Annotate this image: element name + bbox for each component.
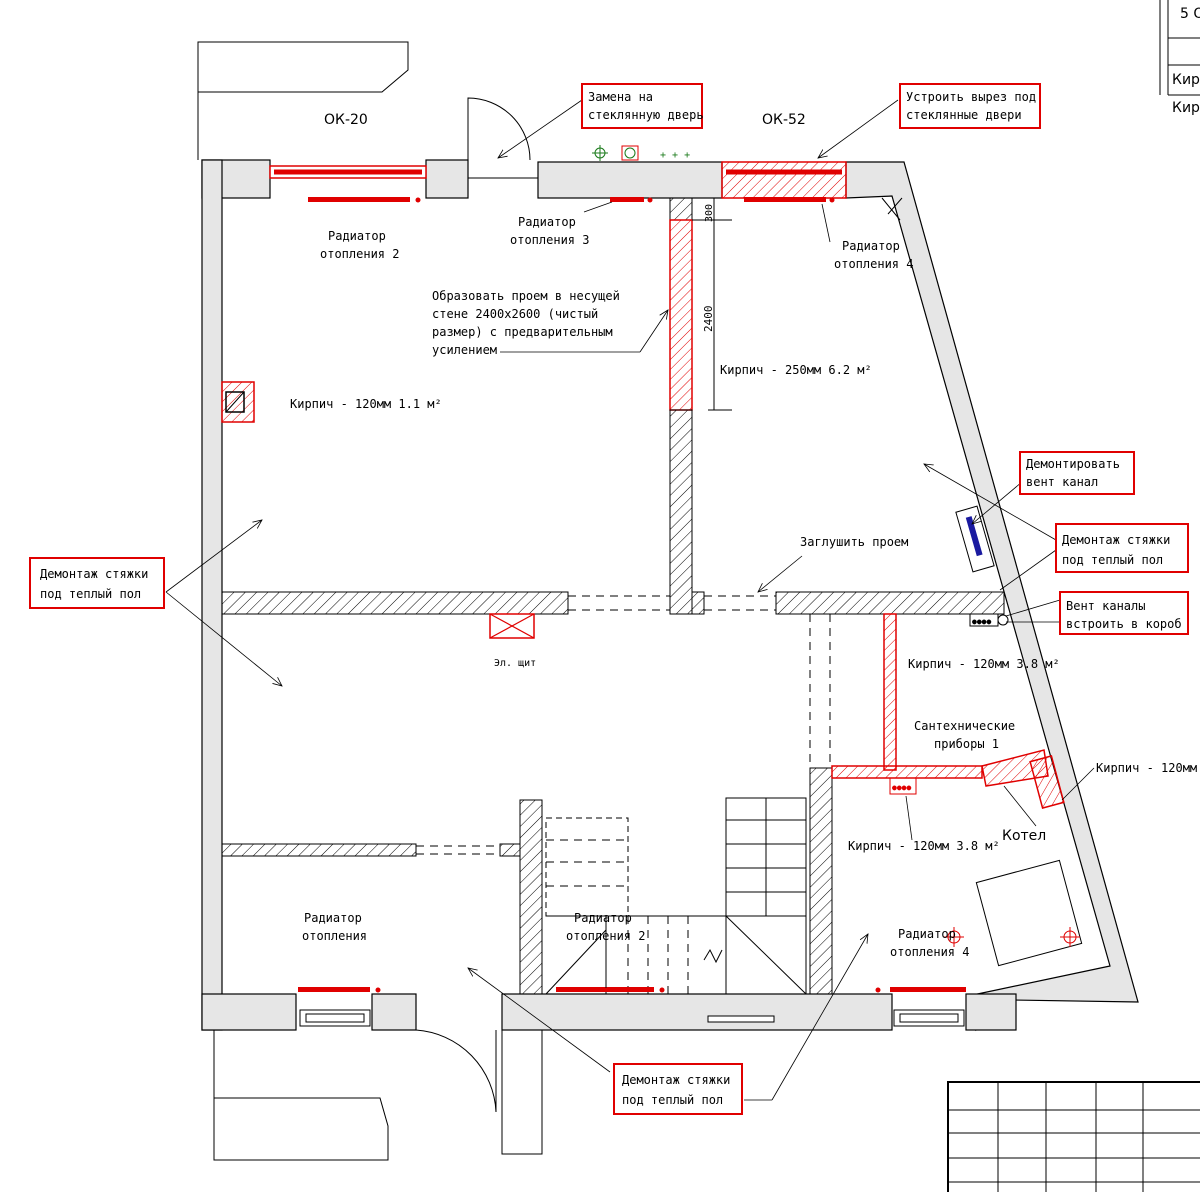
electrical-panel bbox=[489, 613, 535, 639]
plain-labels: Образовать проем в несущей стене 2400х26… bbox=[290, 289, 1200, 853]
bottom-windows bbox=[299, 1009, 965, 1027]
interior-walls bbox=[221, 197, 1005, 995]
radiator-2-bottom-line2: отопления 2 bbox=[566, 929, 645, 943]
note-vent-box: Вент каналы встроить в короб bbox=[1059, 591, 1189, 635]
top-door bbox=[467, 97, 538, 179]
opening-line1: Образовать проем в несущей bbox=[432, 289, 620, 303]
stamp-top-text: 5 О bbox=[1180, 6, 1200, 22]
radiator-bottom-left-line2: отопления bbox=[302, 929, 367, 943]
window-ok20-label: ОК-20 bbox=[324, 112, 368, 128]
radiator-2-top-line2: отопления 2 bbox=[320, 247, 399, 261]
note-vent-remove: Демонтировать вент канал bbox=[1019, 451, 1135, 495]
note-glass-door-line2: стеклянную дверь bbox=[588, 108, 704, 122]
title-stamp-top-right: 5 О Кирп Кирп bbox=[1159, 0, 1200, 116]
note-glass-door: Замена на стеклянную дверь bbox=[581, 83, 704, 129]
crosshair-markers: + + + bbox=[592, 145, 1080, 947]
plumbing-line1: Сантехнические bbox=[914, 719, 1015, 733]
note-vent-box-line2: встроить в короб bbox=[1066, 617, 1182, 631]
radiators bbox=[298, 197, 966, 993]
dashed-openings bbox=[416, 595, 831, 855]
bottom-porch bbox=[213, 1029, 543, 1161]
brick-120-bottom-label: Кирпич - 120мм 3.8 м² bbox=[848, 839, 1000, 853]
note-screed-bottom-line1: Демонтаж стяжки bbox=[622, 1073, 730, 1087]
new-brick-walls bbox=[221, 381, 1065, 809]
svg-text:+ + +: + + + bbox=[660, 150, 690, 161]
window-ok20 bbox=[269, 165, 427, 179]
note-screed-right: Демонтаж стяжки под теплый пол bbox=[1055, 523, 1189, 573]
note-vent-box-line1: Вент каналы bbox=[1066, 599, 1145, 613]
note-screed-bottom-line2: под теплый пол bbox=[622, 1093, 723, 1107]
dim-2400: 2400 bbox=[702, 306, 715, 333]
brick-120-left-label: Кирпич - 120мм 1.1 м² bbox=[290, 397, 442, 411]
radiator-2-top-line1: Радиатор bbox=[328, 229, 386, 243]
brick-250-label: Кирпич - 250мм 6.2 м² bbox=[720, 363, 872, 377]
note-screed-left-line2: под теплый пол bbox=[40, 587, 141, 601]
brick-120-right-label: Кирпич - 120мм 0 bbox=[1096, 761, 1200, 775]
radiator-3-top-line1: Радиатор bbox=[518, 215, 576, 229]
opening-line2: стене 2400х2600 (чистый bbox=[432, 307, 598, 321]
note-glass-cut: Устроить вырез под стеклянные двери bbox=[899, 83, 1041, 129]
note-screed-right-line2: под теплый пол bbox=[1062, 553, 1163, 567]
panel-label: Эл. щит bbox=[494, 658, 536, 669]
bathroom-fixtures: ●●●● ●●●● bbox=[881, 197, 1083, 967]
top-porch bbox=[197, 41, 409, 160]
close-opening-label: Заглушить проем bbox=[800, 535, 908, 549]
stamp-row1-text: Кирп bbox=[1172, 72, 1200, 88]
leader-lines bbox=[165, 99, 1095, 1101]
stamp-row2-text: Кирп bbox=[1172, 100, 1200, 116]
opening-line3: размер) с предварительным bbox=[432, 325, 613, 339]
radiator-3-top-line2: отопления 3 bbox=[510, 233, 589, 247]
note-glass-cut-line1: Устроить вырез под bbox=[906, 90, 1036, 104]
radiator-4-bottom-line2: отопления 4 bbox=[890, 945, 969, 959]
exterior-walls bbox=[201, 159, 1139, 1032]
boiler-label: Котел bbox=[1002, 828, 1046, 844]
note-screed-left: Демонтаж стяжки под теплый пол bbox=[29, 557, 165, 609]
window-ok52 bbox=[721, 161, 847, 199]
note-screed-left-line1: Демонтаж стяжки bbox=[40, 567, 148, 581]
radiator-2-bottom-line1: Радиатор bbox=[574, 911, 632, 925]
radiator-bottom-left-line1: Радиатор bbox=[304, 911, 362, 925]
note-screed-bottom: Демонтаж стяжки под теплый пол bbox=[613, 1063, 743, 1115]
svg-text:●●●●: ●●●● bbox=[892, 783, 911, 792]
opening-line4: усилением bbox=[432, 343, 497, 357]
radiator-4-top-line2: отопления 4 bbox=[834, 257, 913, 271]
window-ok52-label: ОК-52 bbox=[762, 112, 806, 128]
note-screed-right-line1: Демонтаж стяжки bbox=[1062, 533, 1170, 547]
dimension-lines bbox=[692, 198, 732, 411]
radiator-labels: Радиатор отопления 2 Радиатор отопления … bbox=[302, 215, 969, 959]
note-vent-remove-line2: вент канал bbox=[1026, 475, 1098, 489]
plumbing-line2: приборы 1 bbox=[934, 737, 999, 751]
svg-text:●●●●: ●●●● bbox=[972, 617, 991, 626]
radiator-4-bottom-line1: Радиатор bbox=[898, 927, 956, 941]
brick-120-bath-label: Кирпич - 120мм 3.8 м² bbox=[908, 657, 1060, 671]
note-glass-cut-line2: стеклянные двери bbox=[906, 108, 1022, 122]
dim-300: 300 bbox=[704, 204, 715, 222]
title-block-grid bbox=[947, 1081, 1200, 1192]
stairs bbox=[545, 797, 807, 995]
note-glass-door-line1: Замена на bbox=[588, 90, 653, 104]
note-vent-remove-line1: Демонтировать bbox=[1026, 457, 1120, 471]
radiator-4-top-line1: Радиатор bbox=[842, 239, 900, 253]
